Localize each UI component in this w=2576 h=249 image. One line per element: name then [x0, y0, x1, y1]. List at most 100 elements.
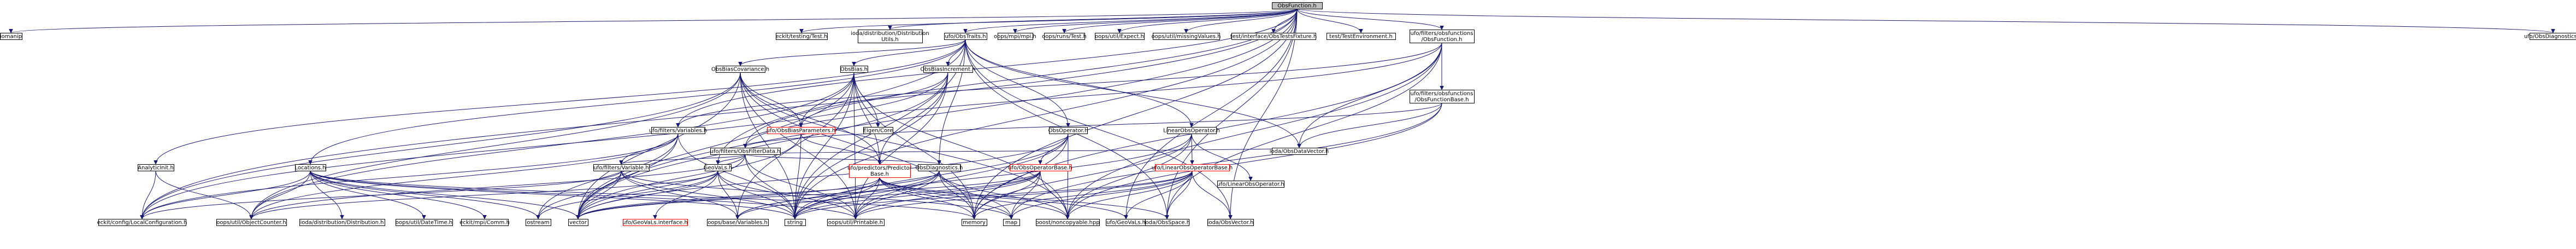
node-eckit-testing[interactable]: eckit/testing/Test.h [776, 33, 828, 40]
node-label: test/TestEnvironment.h [1329, 34, 1393, 40]
node-label: /ObsFunctionBase.h [1414, 97, 1469, 103]
node-ufo-variables[interactable]: ufo/filters/Variables.h [649, 127, 707, 134]
edge-obsbias-to-oops-printable [854, 72, 856, 219]
edge-ufo-variables-to-oops-objectcounter [251, 133, 679, 219]
node-oops-objectcounter[interactable]: oops/util/ObjectCounter.h [216, 219, 287, 226]
node-locations[interactable]: Locations.h [294, 164, 326, 171]
edge-ufo-obsoperatorbase-to-string [795, 170, 1041, 219]
node-label: boost/noncopyable.hpp [1035, 220, 1099, 226]
edge-ufo-obsfilterdata-to-ufo-variable [621, 154, 746, 165]
edge-ufo-obsoperatorbase-to-oops-printable [856, 170, 1041, 219]
node-obsbiasincr[interactable]: ObsBiasIncrement.h [921, 66, 976, 73]
edge-obsbias-to-oops-objectcounter [251, 72, 854, 219]
edge-root-to-ufo-variables [678, 8, 1298, 127]
edge-obsbiasincr-to-ufo-obsbiasparams [801, 72, 948, 127]
node-eckit-mpi-comm[interactable]: eckit/mpi/Comm.h [459, 219, 510, 226]
edge-ufo-linearobsoperatorbase-to-ufo-geovals [1126, 170, 1193, 219]
node-label: oops/util/missingValues.h [1152, 34, 1221, 40]
edge-root-to-string [795, 8, 1298, 219]
node-ufo-obsbiasparams[interactable]: ufo/ObsBiasParameters.h [767, 127, 836, 134]
edge-root-to-oops-mpi [1015, 8, 1298, 33]
node-ufo-variable[interactable]: ufo/filters/Variable.h [593, 164, 650, 171]
node-ufo-filters-obsfunction[interactable]: ufo/filters/obsfunctions/ObsFunction.h [1410, 30, 1475, 43]
node-oops-printable[interactable]: oops/util/Printable.h [827, 219, 885, 226]
edge-obsbiascov-to-ufo-predictorbase [740, 72, 880, 164]
node-oops-runs[interactable]: oops/runs/Test.h [1042, 33, 1087, 40]
edge-ufo-linearobsoperatorbase-to-ioda-obsspace [1167, 170, 1193, 219]
node-label: ostream [527, 220, 549, 226]
node-label: ioda/distribution/Distribution.h [300, 220, 384, 226]
edge-ufo-linearobsoperatorbase-to-string [795, 170, 1193, 219]
node-box [1272, 2, 1323, 9]
edge-ufo-obstraits-to-ioda-obsvector [965, 39, 1230, 219]
node-box [710, 148, 781, 155]
node-box [1049, 127, 1088, 134]
node-root[interactable]: ObsFunction.h [1272, 2, 1323, 9]
node-ufo-geovals[interactable]: ufo/GeoVaLs.h [1106, 219, 1147, 226]
edge-root-to-iomanip [11, 8, 1298, 33]
node-label: Base.h [870, 171, 889, 177]
node-geovals[interactable]: GeoVaLs.h [704, 164, 733, 171]
node-eigen-core[interactable]: Eigen/Core [863, 127, 893, 134]
node-box [593, 164, 650, 171]
node-ufo-obsfunctionbase[interactable]: ufo/filters/obsfunctions/ObsFunctionBase… [1410, 90, 1475, 103]
node-test-testenv[interactable]: test/TestEnvironment.h [1327, 33, 1396, 40]
node-ufo-obsoperatorbase[interactable]: ufo/ObsOperatorBase.h [1008, 164, 1072, 171]
node-ioda-distribution[interactable]: ioda/distribution/Distribution.h [299, 219, 385, 226]
node-oops-missing[interactable]: oops/util/missingValues.h [1152, 33, 1221, 40]
node-box [461, 219, 509, 226]
node-label: ufo/ObsTraits.h [945, 34, 986, 40]
node-ufo-obstraits[interactable]: ufo/ObsTraits.h [944, 33, 987, 40]
node-box [944, 33, 987, 40]
node-ioda-obsdatavector[interactable]: ioda/ObsDataVector.h [1270, 148, 1329, 155]
edge-linearobsoperator-to-string [795, 133, 1192, 219]
node-box [0, 33, 22, 40]
node-vector[interactable]: vector [568, 219, 588, 226]
edge-ufo-obstraits-to-obsbiascov [740, 39, 966, 66]
node-box [998, 33, 1033, 40]
node-test-obstestsfixture[interactable]: test/interface/ObsTestsFixture.h [1230, 33, 1317, 40]
node-label: iomanip [0, 34, 22, 40]
nodes-layer: ObsFunction.h iomanip eckit/testing/Test.h… [0, 2, 2576, 226]
node-box [1410, 90, 1475, 103]
node-boost-noncopyable[interactable]: boost/noncopyable.hpp [1035, 219, 1100, 226]
node-ufo-linearobsoperator[interactable]: ufo/LinearObsOperator.h [1217, 181, 1284, 188]
node-analyticinit[interactable]: AnalyticInit.h [138, 164, 174, 171]
node-obsdiagnostics[interactable]: ObsDiagnostics.h [916, 164, 963, 171]
edge-analyticinit-to-eckit-localconfig [142, 170, 156, 219]
node-linearobsoperator[interactable]: LinearObsOperator.h [1163, 127, 1220, 134]
node-oops-expect[interactable]: oops/util/Expect.h [1095, 33, 1145, 40]
edge-geovals-to-ostream [538, 170, 718, 219]
node-ufo-linearobsoperatorbase[interactable]: ufo/LinearObsOperatorBase.h [1152, 164, 1233, 171]
node-box [776, 33, 828, 40]
node-ostream[interactable]: ostream [526, 219, 551, 226]
node-obsbias[interactable]: ObsBias.h [840, 66, 868, 73]
node-box [1167, 127, 1217, 134]
node-label: ioda/ObsDataVector.h [1270, 149, 1329, 155]
node-map[interactable]: map [1003, 219, 1020, 226]
node-box [827, 219, 885, 226]
edge-geovals-to-vector [578, 170, 718, 219]
edge-ufo-obstraits-to-obsbias [854, 39, 966, 66]
node-obsoperator[interactable]: ObsOperator.h [1048, 127, 1088, 134]
node-ioda-obsspace[interactable]: ioda/ObsSpace.h [1144, 219, 1190, 226]
node-string[interactable]: string [785, 219, 806, 226]
node-oops-datetime[interactable]: oops/util/DateTime.h [396, 219, 453, 226]
node-box [707, 219, 769, 226]
edge-geovals-to-oops-printable [717, 170, 856, 219]
node-label: oops/util/ObjectCounter.h [216, 220, 286, 226]
node-ufo-geovals-interface[interactable]: ufo/GeoVaLs.interface.h [622, 219, 688, 226]
node-eckit-localconfig[interactable]: eckit/config/LocalConfiguration.h [97, 219, 187, 226]
node-ufo-obsfilterdata[interactable]: ufo/filters/ObsFilterData.h [710, 148, 781, 155]
node-iomanip[interactable]: iomanip [0, 33, 22, 40]
node-oops-mpi[interactable]: oops/mpi/mpi.h [994, 33, 1036, 40]
node-obsbiascov[interactable]: ObsBiasCovariance.h [711, 66, 769, 73]
edge-obsbiasincr-to-eckit-localconfig [142, 72, 948, 219]
node-memory[interactable]: memory [962, 219, 987, 226]
node-ufo-obsdiagnostics[interactable]: ufo/ObsDiagnostics.h [2524, 33, 2576, 40]
node-box [1095, 33, 1145, 40]
node-oops-basevariables[interactable]: oops/base/Variables.h [707, 219, 769, 226]
node-ioda-obsvector[interactable]: ioda/ObsVector.h [1207, 219, 1254, 226]
